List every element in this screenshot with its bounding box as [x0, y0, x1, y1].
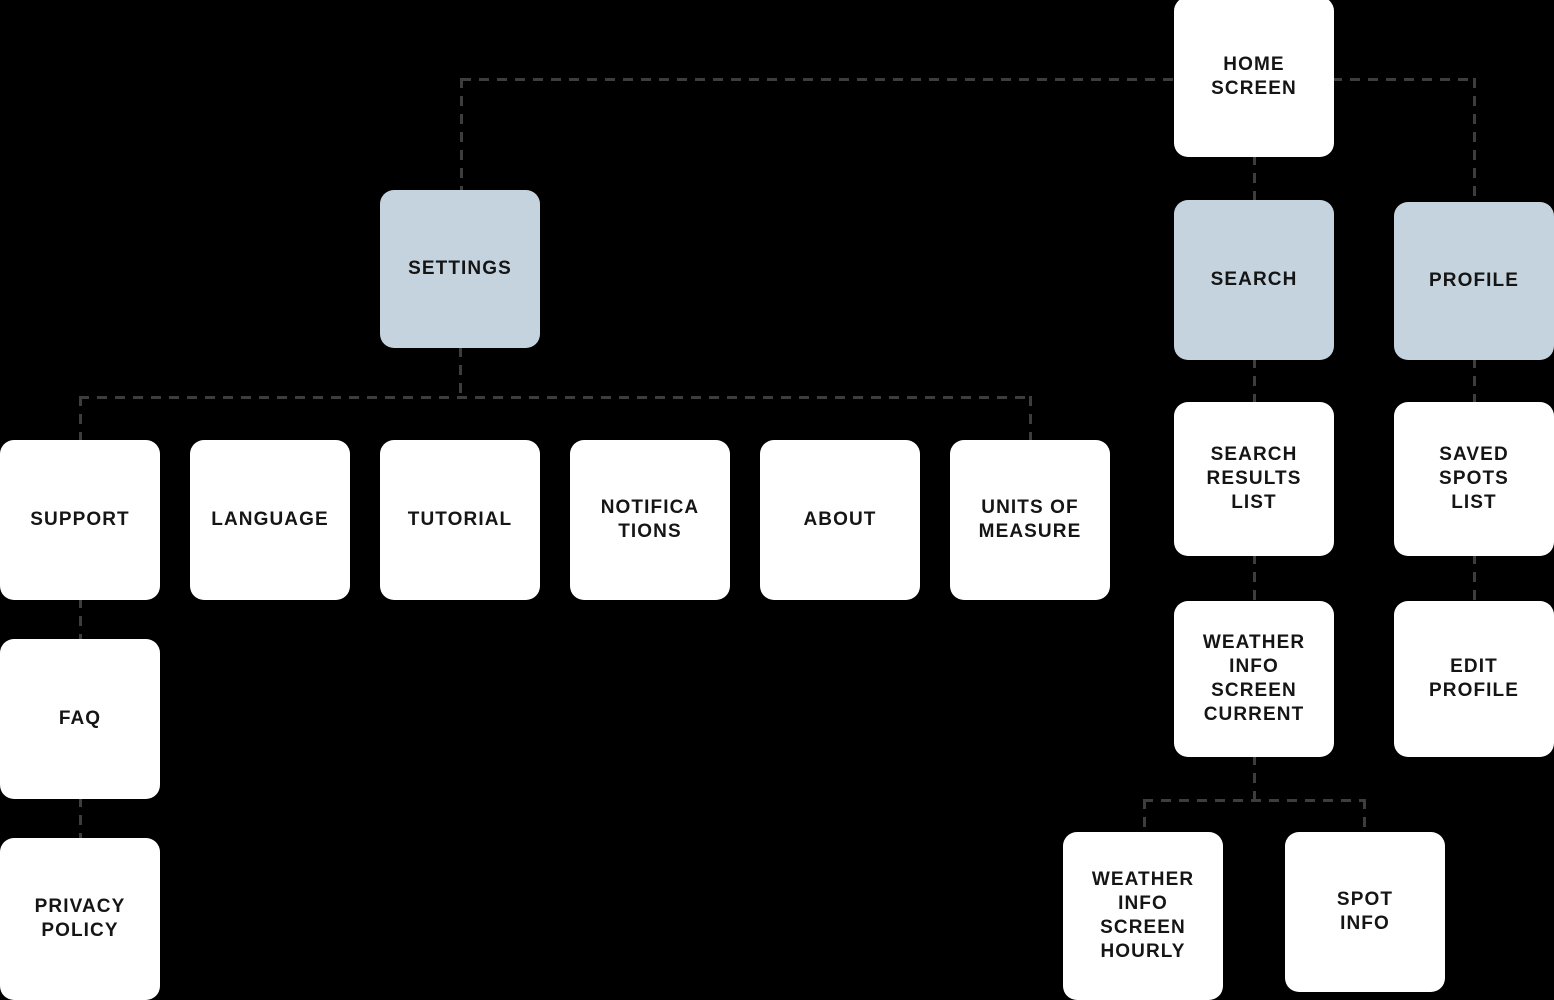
- connector-bus-drop-support: [79, 396, 82, 444]
- connector-faq-to-privacy-policy: [79, 797, 82, 841]
- node-home-screen[interactable]: HOME SCREEN: [1174, 0, 1334, 157]
- node-language[interactable]: LANGUAGE: [190, 440, 350, 600]
- node-edit-profile[interactable]: EDIT PROFILE: [1394, 601, 1554, 757]
- node-search-results-list[interactable]: SEARCH RESULTS LIST: [1174, 402, 1334, 556]
- connector-bus-drop-weather-hourly: [1143, 799, 1146, 835]
- node-notifications[interactable]: NOTIFICA TIONS: [570, 440, 730, 600]
- connector-home-to-settings-horizontal: [461, 78, 1176, 81]
- connector-support-to-faq: [79, 598, 82, 642]
- node-units-of-measure[interactable]: UNITS OF MEASURE: [950, 440, 1110, 600]
- connector-settings-children-bus: [79, 396, 1032, 399]
- connector-profile-to-saved-spots: [1473, 358, 1476, 406]
- node-faq[interactable]: FAQ: [0, 639, 160, 799]
- connector-weather-children-bus: [1143, 799, 1365, 802]
- node-support[interactable]: SUPPORT: [0, 440, 160, 600]
- connector-bus-drop-units: [1029, 396, 1032, 444]
- node-spot-info[interactable]: SPOT INFO: [1285, 832, 1445, 992]
- node-privacy-policy[interactable]: PRIVACY POLICY: [0, 838, 160, 1000]
- node-weather-info-screen-current[interactable]: WEATHER INFO SCREEN CURRENT: [1174, 601, 1334, 757]
- connector-bus-drop-spot-info: [1363, 799, 1366, 835]
- connector-home-to-profile-horizontal: [1332, 78, 1476, 81]
- node-settings[interactable]: SETTINGS: [380, 190, 540, 348]
- node-about[interactable]: ABOUT: [760, 440, 920, 600]
- connector-home-to-profile-vertical: [1473, 78, 1476, 204]
- node-tutorial[interactable]: TUTORIAL: [380, 440, 540, 600]
- connector-settings-drop-to-bus: [459, 347, 462, 399]
- connector-home-to-settings-vertical: [460, 78, 463, 193]
- node-saved-spots-list[interactable]: SAVED SPOTS LIST: [1394, 402, 1554, 556]
- connector-saved-spots-to-edit-profile: [1473, 554, 1476, 604]
- node-search[interactable]: SEARCH: [1174, 200, 1334, 360]
- connector-results-to-weather-current: [1253, 554, 1256, 604]
- node-profile[interactable]: PROFILE: [1394, 202, 1554, 360]
- node-weather-info-screen-hourly[interactable]: WEATHER INFO SCREEN HOURLY: [1063, 832, 1223, 1000]
- connector-weather-current-drop: [1253, 755, 1256, 803]
- connector-home-to-search-vertical: [1253, 155, 1256, 203]
- connector-search-to-results: [1253, 358, 1256, 406]
